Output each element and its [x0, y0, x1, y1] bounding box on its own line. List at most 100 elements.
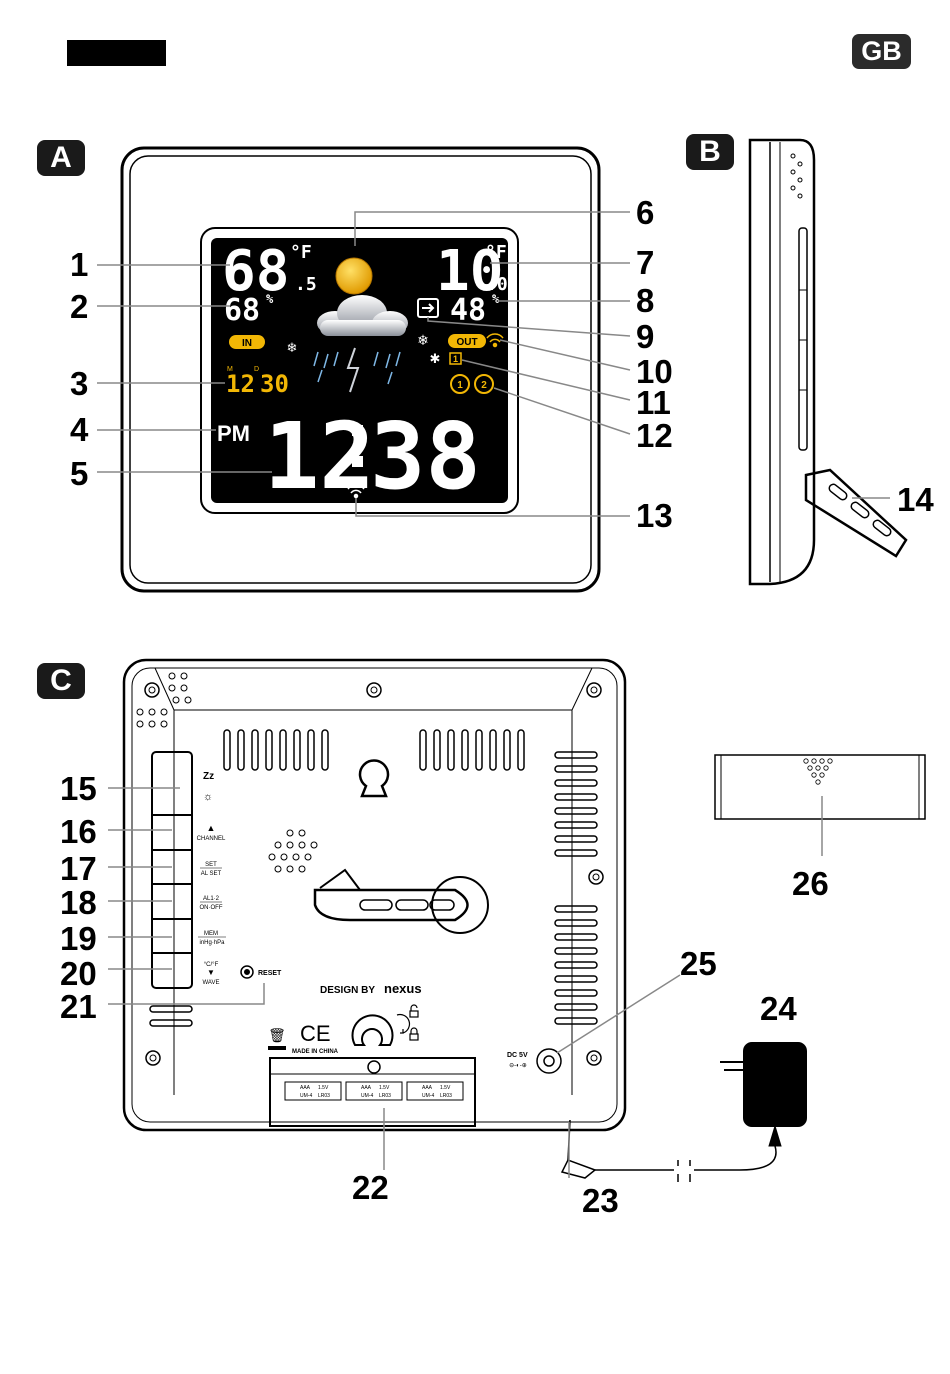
- outdoor-humidity-unit: %: [492, 292, 500, 306]
- language-badge: GB: [852, 34, 911, 69]
- callout-1: 1: [70, 246, 88, 283]
- rain-lightning-icon: [313, 347, 401, 393]
- made-in-china: MADE IN CHINA: [292, 1049, 339, 1055]
- out-label: OUT: [456, 337, 477, 348]
- design-by: DESIGN BY: [320, 985, 375, 996]
- callout-lines-a: [97, 211, 631, 517]
- lcd-screen: [211, 238, 508, 503]
- callout-24: 24: [760, 990, 797, 1027]
- stand-leg: [804, 468, 908, 558]
- month-marker: M: [227, 366, 233, 373]
- indoor-temp-unit: °F: [290, 242, 312, 263]
- callout-3: 3: [70, 365, 88, 402]
- in-label: IN: [242, 338, 252, 349]
- battery-compartment: [269, 1057, 476, 1127]
- battery-2-code: LR03: [379, 1093, 391, 1099]
- channel-box: [449, 352, 462, 365]
- lcd-bezel: [200, 227, 519, 514]
- battery-2-size: AAA: [361, 1085, 372, 1091]
- callout-8: 8: [636, 282, 654, 319]
- battery-2-volt: 1.5V: [379, 1085, 390, 1091]
- callout-17: 17: [60, 850, 97, 887]
- label-alset: AL SET: [201, 871, 222, 877]
- front-view: 68 °F .5 68 % IN ❄ M D 12 30 10 °F .0: [120, 146, 601, 593]
- header-redaction-bar: [67, 40, 166, 66]
- keyhole-icon: [358, 759, 390, 798]
- folded-stand: [313, 868, 489, 934]
- indoor-temp-decimal: .5: [295, 274, 317, 295]
- snowflake-icon: ❄: [287, 340, 298, 355]
- ampm-indicator: PM: [217, 421, 250, 446]
- battery-1-volt: 1.5V: [318, 1085, 329, 1091]
- callout-6: 6: [636, 194, 654, 231]
- colon-bottom: [352, 456, 363, 467]
- callout-10: 10: [636, 353, 673, 390]
- power-adapter: [560, 1042, 807, 1182]
- indoor-temp: 68: [222, 239, 289, 304]
- outdoor-humidity: 48: [450, 293, 486, 328]
- callout-21: 21: [60, 988, 97, 1025]
- callout-4: 4: [70, 411, 89, 448]
- callout-labels-a: 1 2 3 4 5 6 7 8 9 10 11 12 13: [70, 194, 673, 534]
- light-icon: ☼: [203, 791, 213, 803]
- callout-lines-c: [108, 787, 823, 1178]
- alarm-2-icon: 2: [474, 374, 494, 394]
- label-mem: MEM: [204, 931, 218, 937]
- side-view: [748, 138, 908, 586]
- battery-2-model: UM-4: [361, 1093, 373, 1099]
- callout-2: 2: [70, 288, 88, 325]
- battery-1-model: UM-4: [300, 1093, 312, 1099]
- front-frame-outer: [120, 146, 601, 593]
- time-minute: 38: [370, 403, 481, 510]
- in-badge: [229, 335, 265, 349]
- callout-14: 14: [897, 481, 934, 518]
- label-al12: AL1·2: [203, 896, 220, 902]
- section-label-b: B: [686, 134, 734, 170]
- ice-alert-icon: ❄: [417, 332, 429, 348]
- date-month: 12: [226, 370, 255, 398]
- alarm-1-number: 1: [457, 380, 463, 391]
- day-marker: D: [254, 366, 259, 373]
- callout-11: 11: [636, 384, 671, 421]
- frost-icon: ✱: [430, 351, 441, 366]
- outdoor-temp-unit: °F: [485, 242, 507, 263]
- label-channel: CHANNEL: [197, 836, 226, 842]
- outdoor-temp-decimal: .0: [486, 274, 508, 295]
- out-badge: [448, 334, 486, 348]
- callout-19: 19: [60, 920, 97, 957]
- battery-labels: AAA 1.5V UM-4 LR03 AAA 1.5V UM-4 LR03 AA…: [300, 1085, 452, 1099]
- alarm-1-icon: 1: [450, 374, 470, 394]
- button-column: [151, 751, 193, 989]
- section-label-c: C: [37, 663, 85, 699]
- weee-bin-icon: 🗑: [268, 1027, 286, 1043]
- channel-number: 1: [453, 354, 458, 364]
- sun-icon: [335, 257, 373, 295]
- weee-bar: [268, 1046, 286, 1050]
- label-onoff: ON·OFF: [200, 905, 223, 911]
- label-cf: °C/°F: [204, 962, 219, 968]
- label-inhg: inHg·hPa: [199, 940, 225, 946]
- polarity-icon: ⊖-◐-⊕: [509, 1063, 527, 1069]
- battery-3-code: LR03: [440, 1093, 452, 1099]
- back-view: [122, 658, 627, 1132]
- callout-12: 12: [636, 417, 673, 454]
- callout-23: 23: [582, 1182, 619, 1219]
- rcc-signal-icon: [347, 484, 365, 499]
- dc-jack: [536, 1048, 562, 1074]
- ce-mark: CE: [300, 1021, 331, 1046]
- front-frame-inner: [129, 155, 592, 584]
- down-arrow-icon: ▼: [207, 968, 215, 977]
- button-labels: Zz ☼ ▲ CHANNEL SET AL SET AL1·2 ON·OFF M…: [197, 771, 282, 986]
- callout-25: 25: [680, 945, 717, 982]
- callout-7: 7: [636, 244, 654, 281]
- callout-9: 9: [636, 318, 654, 355]
- callout-22: 22: [352, 1169, 389, 1206]
- callout-5: 5: [70, 455, 88, 492]
- date-day: 30: [260, 370, 289, 398]
- callout-20: 20: [60, 955, 97, 992]
- section-label-a: A: [37, 140, 85, 176]
- lock-knob: [351, 1014, 394, 1046]
- callout-13: 13: [636, 497, 673, 534]
- callout-labels-c: 15 16 17 18 19 20 21 22 23 24 25 26: [60, 770, 829, 1219]
- outdoor-temp: 10: [436, 239, 503, 304]
